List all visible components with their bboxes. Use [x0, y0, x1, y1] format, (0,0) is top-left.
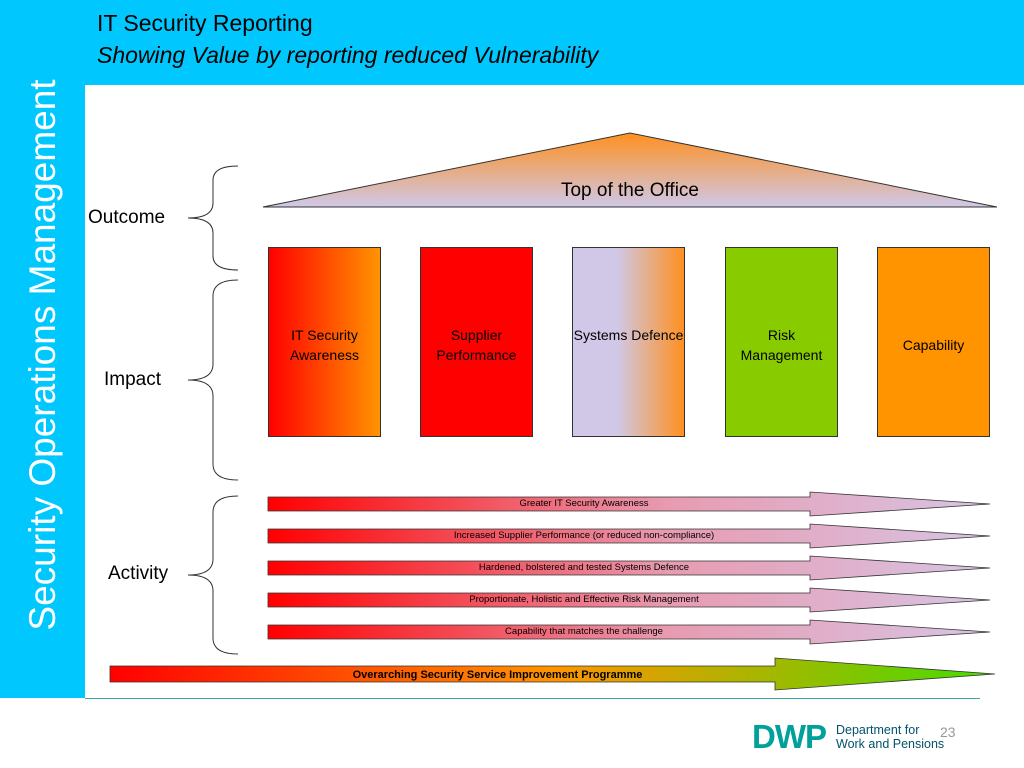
pillar-risk-management: Risk Management	[725, 247, 838, 437]
dwp-logo-line2: Work and Pensions	[836, 737, 945, 751]
pillar-label: IT Security Awareness	[289, 327, 359, 363]
activity-arrow	[267, 619, 991, 645]
activity-arrow	[267, 491, 991, 517]
activity-label-defence: Hardened, bolstered and tested Systems D…	[478, 562, 690, 573]
dwp-logo-mark: DWP	[752, 718, 827, 755]
roof-triangle	[262, 132, 998, 208]
activity-brace	[187, 495, 239, 655]
pillar-supplier-performance: Supplier Performance	[420, 247, 533, 437]
page-number: 23	[940, 724, 956, 740]
activity-label-supplier: Increased Supplier Performance (or reduc…	[453, 530, 715, 541]
pillar-it-security-awareness: IT Security Awareness	[268, 247, 381, 437]
pillar-label: Supplier Performance	[436, 327, 517, 363]
activity-arrow	[267, 523, 991, 549]
activity-label-awareness: Greater IT Security Awareness	[519, 498, 649, 509]
impact-label: Impact	[104, 369, 162, 390]
pillar-capability: Capability	[877, 247, 990, 437]
slide-title: IT Security Reporting	[97, 10, 313, 36]
activity-arrow	[267, 587, 991, 613]
header: IT Security Reporting Showing Value by r…	[85, 0, 1024, 85]
overarching-arrow	[109, 657, 996, 691]
impact-brace	[187, 279, 239, 481]
pillar-label: Risk Management	[740, 327, 823, 363]
activity-arrow	[267, 555, 991, 581]
dwp-logo-text: Department for Work and Pensions	[836, 723, 944, 751]
dwp-logo-line1: Department for	[836, 723, 920, 737]
sidebar: Security Operations Management	[0, 0, 85, 698]
pillar-systems-defence: Systems Defence	[572, 247, 685, 437]
pillar-label: Systems Defence	[573, 327, 684, 343]
overarching-label: Overarching Security Service Improvement…	[352, 669, 643, 681]
outcome-brace	[187, 165, 239, 271]
activity-label-risk: Proportionate, Holistic and Effective Ri…	[469, 594, 699, 605]
footer-divider	[85, 698, 980, 699]
roof-label: Top of the Office	[560, 180, 699, 201]
activity-label-capability: Capability that matches the challenge	[505, 626, 663, 637]
slide-subtitle: Showing Value by reporting reduced Vulne…	[97, 42, 599, 68]
dwp-logo: DWP Department for Work and Pensions	[752, 718, 944, 756]
activity-label: Activity	[108, 563, 169, 584]
outcome-label: Outcome	[88, 207, 166, 228]
pillar-label: Capability	[902, 337, 965, 353]
